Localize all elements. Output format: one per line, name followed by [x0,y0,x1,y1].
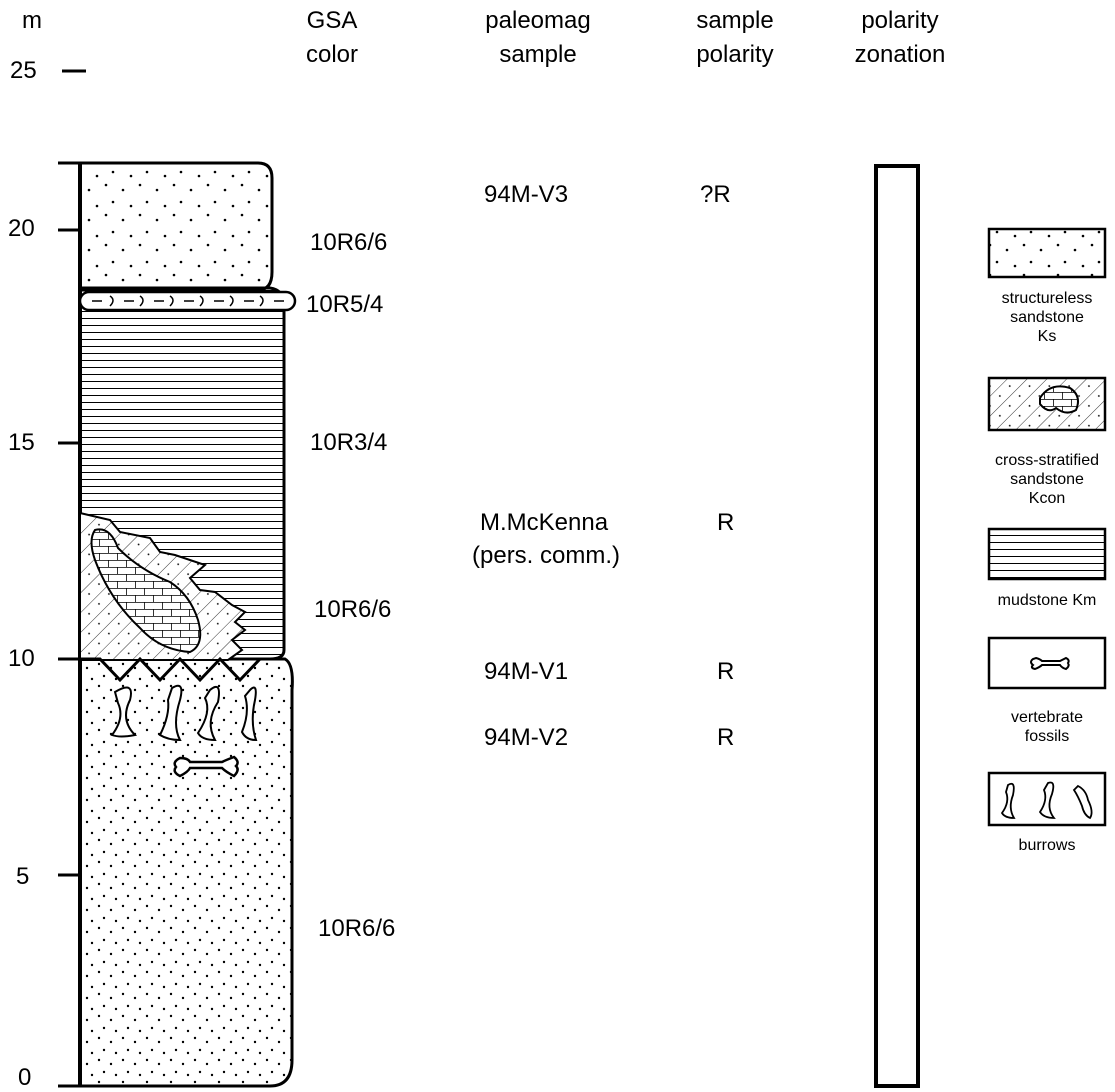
paleomag-sample-name: M.McKenna [480,509,609,536]
gsa-color-label: 10R6/6 [310,229,388,256]
gsa-color-label: 10R3/4 [310,429,388,456]
legend-box-structureless-sandstone [987,227,1107,279]
legend-label-mudstone: mudstone Km [997,592,1097,609]
legend-label-burrows: burrows [1018,837,1076,854]
gsa-color-header-line1: GSA [306,7,358,34]
legend-bone-icon [1030,656,1070,671]
scale-tick-label-10: 10 [8,645,35,672]
burrows-group [110,684,258,742]
polarity-zonation-header-line1: polarity [861,7,939,34]
legend-label-cross-stratified-2: sandstone [1010,471,1084,488]
sample-polarity-value: ?R [700,181,731,208]
paleomag-sample-name: 94M-V1 [484,658,569,685]
legend-label-structureless-sandstone-1: structureless [1001,290,1093,307]
scale-tick-label-5: 5 [16,863,30,890]
scale-tick-label-0: 0 [18,1064,32,1091]
burrow [196,686,220,742]
legend-box-mudstone [987,527,1107,581]
paleomag-sample-name: 94M-V3 [484,181,569,208]
vertebrate-fossil-bone [173,755,239,778]
polarity-zonation-header-line2: zonation [854,41,946,68]
legend-label-vertebrate-fossils-2: fossils [1024,728,1070,745]
burrow [110,686,138,738]
burrow-icon [1072,784,1093,820]
legend-label-structureless-sandstone-2: sandstone [1010,309,1084,326]
gsa-color-header-line2: color [305,41,359,68]
polarity-zonation-bar [874,164,920,1088]
meters-header: m [22,7,42,34]
burrow [158,684,183,742]
gsa-color-label: 10R6/6 [318,915,396,942]
paleomag-sample-header-line1: paleomag [485,7,591,34]
erosional-contact [80,656,262,683]
sample-polarity-header-line2: polarity [696,41,774,68]
burrow-icon [1000,782,1016,819]
paleomag-sample-name-line2: (pers. comm.) [472,542,621,569]
legend-label-structureless-sandstone-3: Ks [1037,328,1057,345]
upper-sandstone-unit [78,161,274,292]
burrow-icon [1038,781,1056,819]
lower-sandstone-unit [78,655,294,1088]
scale-tick-label-25: 25 [10,57,37,84]
legend-label-cross-stratified-3: Kcon [1028,490,1066,507]
paleomag-sample-name: 94M-V2 [484,724,569,751]
sample-polarity-value: R [717,658,735,685]
burrow [240,686,258,742]
limestone-clast [90,528,202,654]
legend-burrows-icons [1000,781,1093,820]
legend-label-vertebrate-fossils-1: vertebrate [1010,709,1084,726]
paleomag-sample-header-line2: sample [499,41,577,68]
sample-polarity-value: R [717,724,735,751]
scale-tick-label-20: 20 [8,215,35,242]
scale-tick-label-15: 15 [8,429,35,456]
gsa-color-label: 10R6/6 [314,596,392,623]
gsa-color-label: 10R5/4 [306,291,384,318]
legend-label-cross-stratified-1: cross-stratified [994,452,1100,469]
legend-limestone-clast-icon [1039,385,1079,414]
sample-polarity-header-line1: sample [696,7,774,34]
sample-polarity-value: R [717,509,735,536]
conglomerate-clasts [92,295,284,307]
